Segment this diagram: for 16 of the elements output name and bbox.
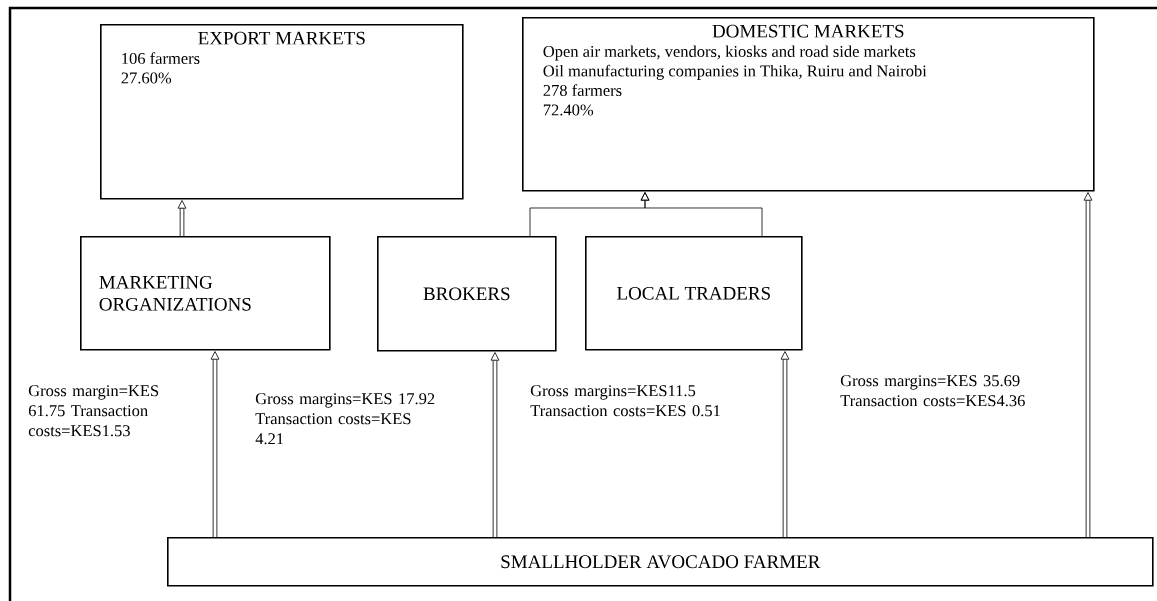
arrow	[780, 351, 790, 537]
farmer-box: SMALLHOLDER AVOCADO FARMER	[167, 537, 1154, 587]
arrow	[640, 192, 763, 237]
actor-box: MARKETING ORGANIZATIONS	[80, 236, 331, 351]
market-box: DOMESTIC MARKETS Open air markets, vendors, kiosks and road side markets Oil manufacturing companies in Thika, Ruiru and Nairobi 278 farmers 72.40%	[522, 17, 1095, 192]
market-box: EXPORT MARKETS 106 farmers 27.60%	[100, 24, 464, 200]
actor-box: LOCAL TRADERS	[585, 236, 803, 351]
arrow	[177, 200, 187, 236]
edge-label: Gross margin=KES 61.75 Transaction costs=KES1.53	[28, 385, 159, 437]
arrow	[1083, 192, 1093, 537]
edge-label: Gross margins=KES11.5 Transaction costs=KES 0.51	[530, 385, 720, 417]
arrow	[210, 351, 220, 537]
actor-box: BROKERS	[377, 236, 557, 352]
edge-label: Gross margins=KES 35.69 Transaction costs=KES4.36	[840, 375, 1025, 407]
arrow	[490, 352, 500, 537]
edge-label: Gross margins=KES 17.92 Transaction costs=KES 4.21	[255, 393, 435, 445]
